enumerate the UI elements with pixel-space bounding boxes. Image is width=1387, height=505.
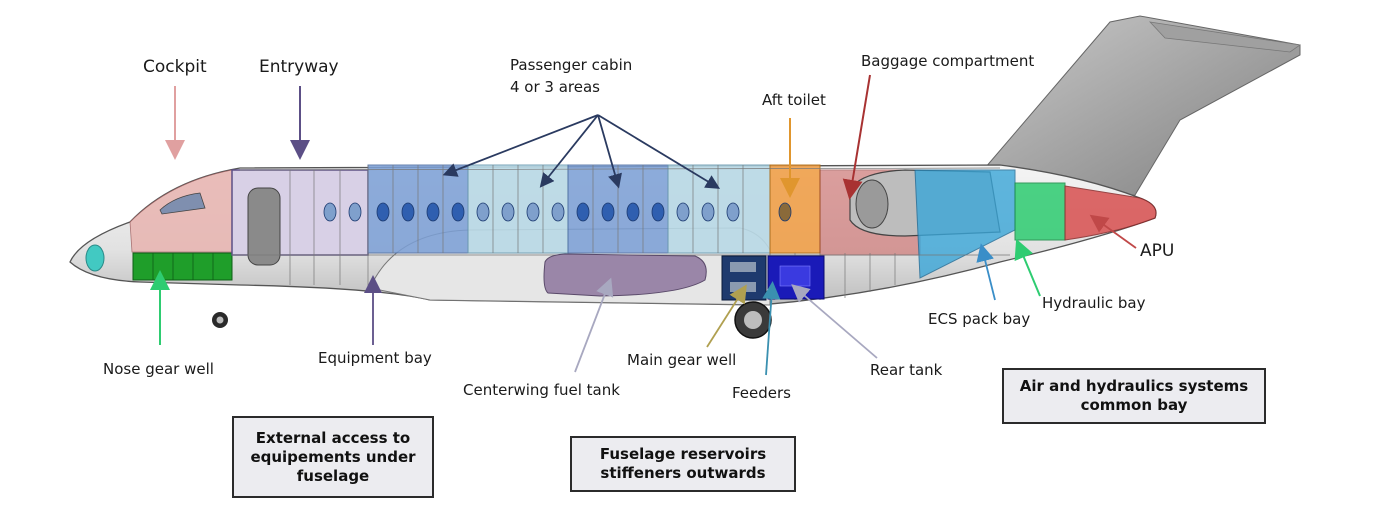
fuselage-reservoirs-text: Fuselage reservoirs stiffeners outwards	[599, 445, 767, 482]
rear-tank-label: Rear tank	[870, 361, 943, 379]
tail-tip	[1148, 21, 1302, 53]
air-hydraulics-text: Air and hydraulics systems common bay	[1019, 377, 1249, 414]
aft-toilet-zone	[769, 164, 821, 254]
ecs-pack-bay-label: ECS pack bay	[928, 310, 1031, 328]
feeders-arrow	[762, 281, 781, 376]
nose-radome	[85, 244, 105, 272]
hydraulic-bay-label: Hydraulic bay	[1042, 294, 1146, 312]
baggage-label: Baggage compartment	[861, 52, 1035, 70]
apu-zone	[1064, 185, 1157, 241]
passenger-cabin-arrows	[442, 114, 721, 189]
cabin-windows	[323, 202, 792, 222]
centerwing-fuel-tank-label: Centerwing fuel tank	[463, 381, 620, 399]
air-hydraulics-box: Air and hydraulics systems common bay	[1002, 368, 1266, 424]
entryway-label: Entryway	[259, 57, 339, 77]
fuselage-reservoirs-box: Fuselage reservoirs stiffeners outwards	[570, 436, 796, 492]
cockpit-window	[159, 192, 206, 215]
ecs-arrow	[976, 243, 996, 301]
main-gear-arrow	[706, 284, 747, 348]
nose-gear-well-label: Nose gear well	[103, 360, 214, 378]
aft-toilet-label: Aft toilet	[762, 91, 826, 109]
baggage-arrow	[842, 74, 871, 200]
centerwing-arrow	[574, 277, 614, 373]
cockpit-label: Cockpit	[143, 57, 207, 77]
rear-tank-arrow	[791, 284, 878, 359]
external-access-box: External access to equipements under fus…	[232, 416, 434, 498]
passenger-cabin-label-1: Passenger cabin	[510, 56, 633, 74]
entry-door	[247, 187, 281, 266]
centerwing-fuel-tank	[543, 253, 707, 297]
feeders-label: Feeders	[732, 384, 791, 402]
hydraulic-arrow	[1014, 238, 1041, 297]
apu-label: APU	[1140, 241, 1175, 261]
equipment-bay-label: Equipment bay	[318, 349, 432, 367]
engine-intake	[855, 179, 889, 229]
main-gear-well-label: Main gear well	[627, 351, 737, 369]
passenger-cabin-label-2: 4 or 3 areas	[510, 78, 600, 96]
apu-arrow	[1089, 214, 1137, 249]
external-access-text: External access to equipements under fus…	[250, 428, 416, 485]
hydraulic-bay-zone	[1014, 182, 1066, 241]
nose-gear-well-zone	[132, 252, 233, 281]
